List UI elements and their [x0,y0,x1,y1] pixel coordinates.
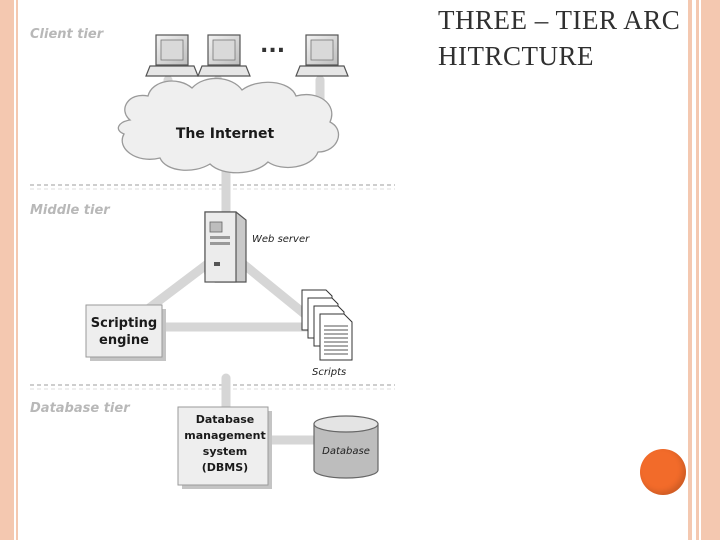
middle-tier-label: Middle tier [30,203,111,218]
scripting-engine-label-line2: engine [99,333,149,348]
dbms-label-line3: system [203,445,247,458]
database-cylinder-icon [313,415,379,479]
client-computer-1-icon [145,34,199,77]
right-decorative-border-inner [688,0,692,540]
left-decorative-border [0,0,18,540]
client-computer-2-icon [197,34,251,77]
web-server-icon [204,211,247,283]
scripting-engine-box [85,304,163,358]
client-computer-3-icon [295,34,349,77]
right-decorative-border-outer [696,0,720,540]
dbms-label-line2: management [184,429,266,442]
connector-lines [135,75,325,445]
slide-title: THREE – TIER ARCHITRCTURE [438,5,681,71]
client-tier-label: Client tier [30,27,105,42]
dbms-label-line4: (DBMS) [202,461,248,474]
database-label: Database [322,446,370,457]
web-server-label: Web server [252,234,310,245]
internet-label: The Internet [176,126,275,142]
orange-accent-dot [640,449,686,495]
database-tier-label: Database tier [30,401,131,416]
scripting-engine-label-line1: Scripting [91,316,157,331]
dbms-box [177,406,269,486]
internet-cloud-icon [117,77,340,174]
scripts-label: Scripts [312,367,346,378]
more-clients-ellipsis: ... [260,33,285,58]
scripts-documents-icon [301,289,353,361]
dbms-label-line1: Database [196,413,255,426]
